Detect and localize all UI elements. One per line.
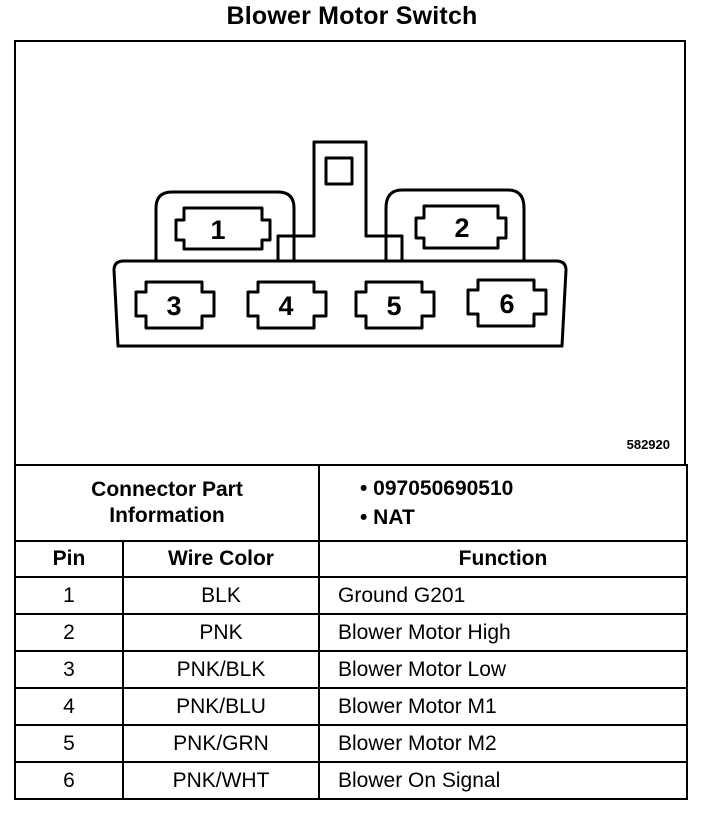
wire-color-cell: PNK/BLU xyxy=(122,687,320,726)
connector-latch xyxy=(276,140,404,261)
pin-cell: 3 xyxy=(14,650,124,689)
pin-cell: 5 xyxy=(14,724,124,763)
function-cell: Ground G201 xyxy=(318,576,688,615)
wire-color-cell: PNK/GRN xyxy=(122,724,320,763)
pin-cavity-3 xyxy=(134,280,216,330)
figure-id: 582920 xyxy=(626,437,670,452)
wire-color-cell: PNK xyxy=(122,613,320,652)
connector-part-info-label-text: Connector Part Information xyxy=(91,478,243,527)
pin-cavity-6 xyxy=(466,278,548,328)
pin-label-3: 3 xyxy=(166,291,181,321)
pin-cavity-1 xyxy=(174,206,272,251)
pinout-table: Connector Part Information • 09705069051… xyxy=(14,464,688,800)
connector-lower-housing xyxy=(112,259,568,348)
page-title: Blower Motor Switch xyxy=(226,2,478,30)
connector-part-info-row: Connector Part Information • 09705069051… xyxy=(14,464,688,542)
connector-diagram: 1 2 3 4 5 6 582920 xyxy=(14,40,686,466)
connector-part-info-label: Connector Part Information xyxy=(14,464,320,542)
pin-cell: 4 xyxy=(14,687,124,726)
pin-label-1: 1 xyxy=(210,215,225,245)
pin-cell: 2 xyxy=(14,613,124,652)
connector-upper-right-lobe xyxy=(384,188,526,261)
table-row: 3 PNK/BLK Blower Motor Low xyxy=(14,650,688,689)
connector-upper-left-lobe xyxy=(154,190,296,261)
connector-part-number: • 097050690510 xyxy=(360,477,514,500)
connector-drawing: 1 2 3 4 5 6 xyxy=(112,140,568,348)
function-cell: Blower Motor Low xyxy=(318,650,688,689)
pin-label-2: 2 xyxy=(454,213,469,243)
wire-color-cell: BLK xyxy=(122,576,320,615)
wire-color-cell: PNK/BLK xyxy=(122,650,320,689)
table-row: 4 PNK/BLU Blower Motor M1 xyxy=(14,687,688,726)
connector-color: • NAT xyxy=(360,506,415,529)
table-row: 1 BLK Ground G201 xyxy=(14,576,688,615)
pin-label-6: 6 xyxy=(499,289,514,319)
table-row: 5 PNK/GRN Blower Motor M2 xyxy=(14,724,688,763)
header-pin: Pin xyxy=(14,540,124,578)
table-header-row: Pin Wire Color Function xyxy=(14,540,688,578)
wire-color-cell: PNK/WHT xyxy=(122,761,320,800)
function-cell: Blower Motor M2 xyxy=(318,724,688,763)
function-cell: Blower Motor M1 xyxy=(318,687,688,726)
header-function: Function xyxy=(318,540,688,578)
function-cell: Blower On Signal xyxy=(318,761,688,800)
function-cell: Blower Motor High xyxy=(318,613,688,652)
header-wire-color: Wire Color xyxy=(122,540,320,578)
latch-window xyxy=(324,156,354,186)
pin-cavity-5 xyxy=(354,280,436,330)
pin-cavity-2 xyxy=(414,204,508,250)
pin-label-4: 4 xyxy=(278,291,293,321)
pin-cell: 6 xyxy=(14,761,124,800)
connector-part-info-values: • 097050690510 • NAT xyxy=(318,464,688,542)
table-row: 2 PNK Blower Motor High xyxy=(14,613,688,652)
pin-label-5: 5 xyxy=(386,291,401,321)
pin-cavity-4 xyxy=(246,280,328,330)
pin-cell: 1 xyxy=(14,576,124,615)
table-row: 6 PNK/WHT Blower On Signal xyxy=(14,761,688,800)
